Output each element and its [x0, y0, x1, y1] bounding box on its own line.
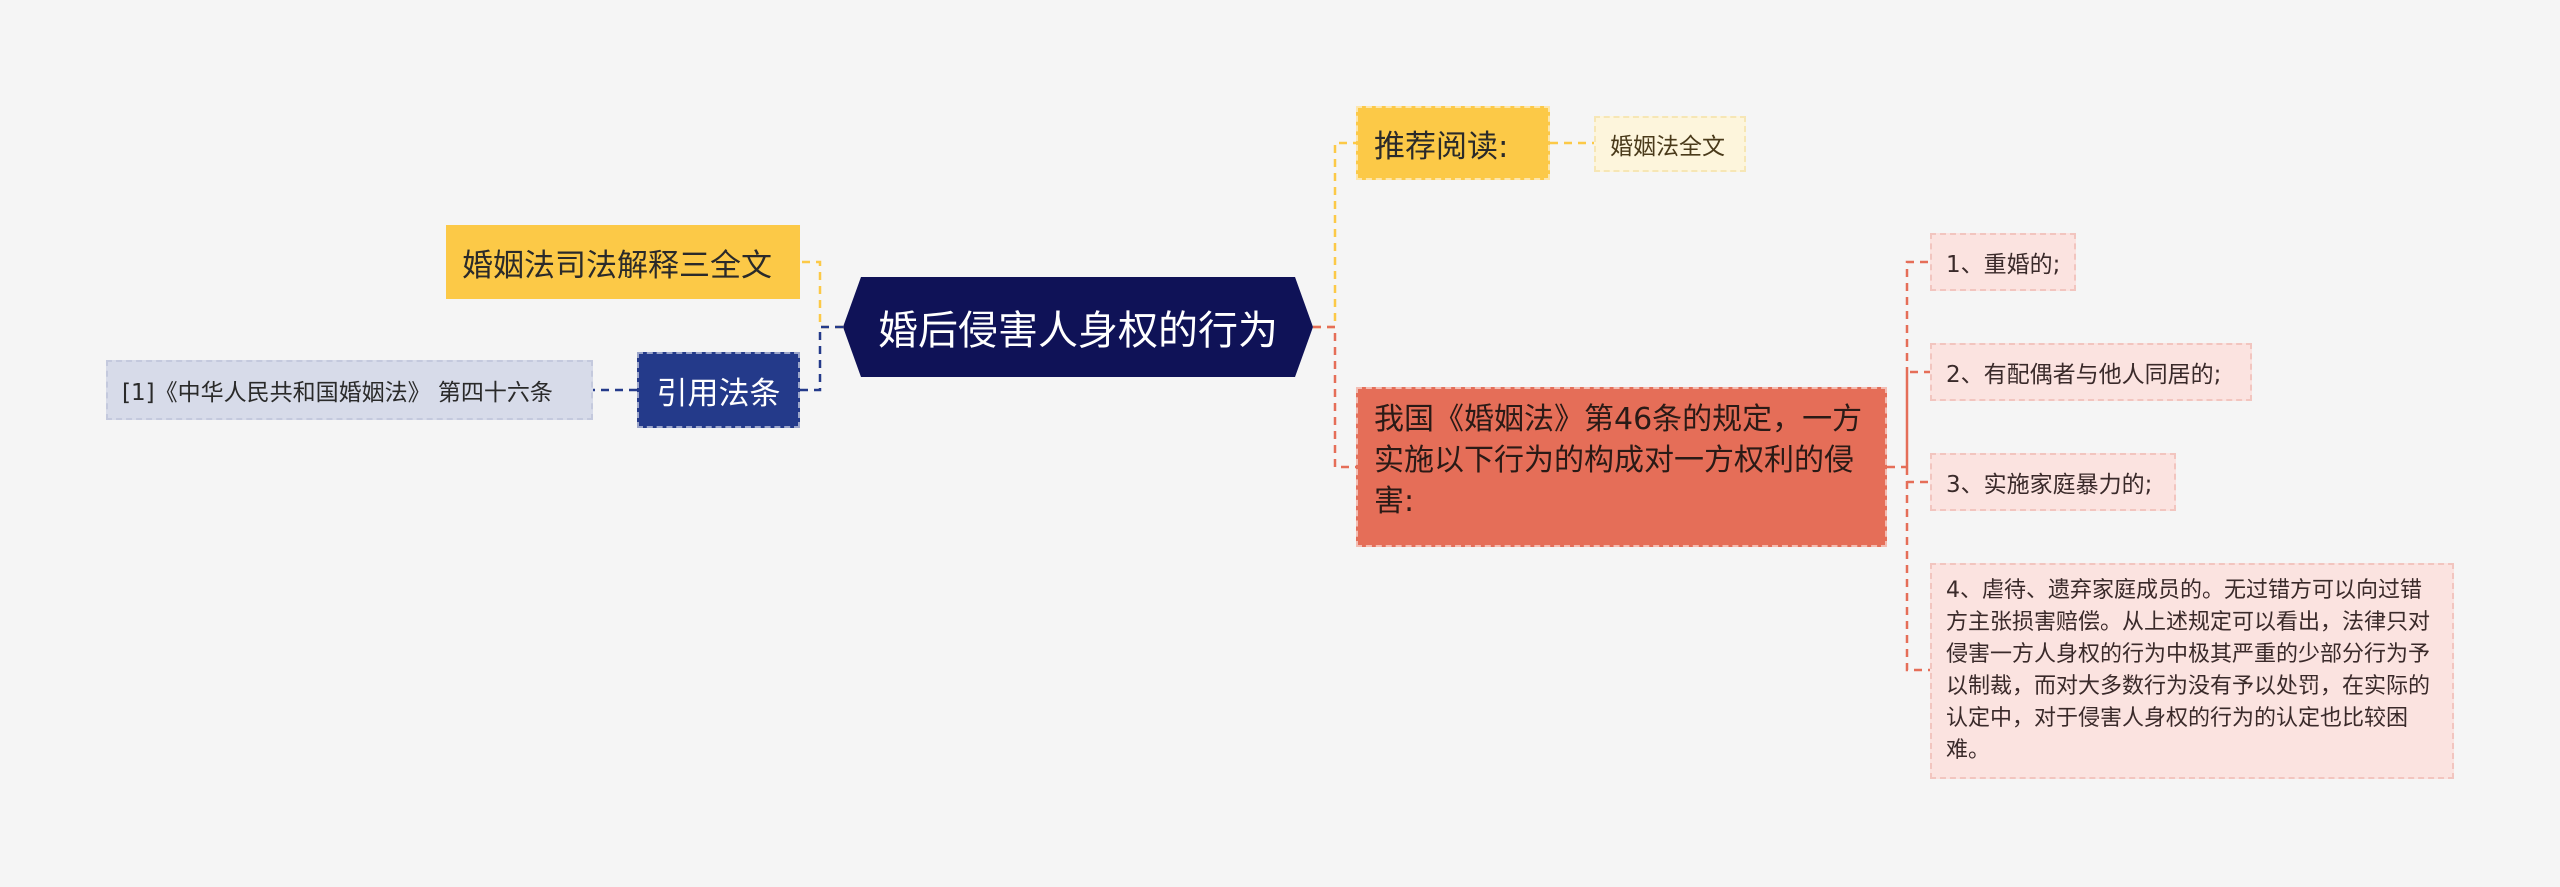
- provision-item-3[interactable]: 3、实施家庭暴力的;: [1930, 453, 2176, 511]
- provision-item-4-label: 4、虐待、遗弃家庭成员的。无过错方可以向过错方主张损害赔偿。从上述规定可以看出，…: [1946, 578, 2431, 763]
- provision-item-1[interactable]: 1、重婚的;: [1930, 233, 2076, 291]
- connector-root-recommended: [1313, 141, 1356, 329]
- citation-child-label: [1]《中华人民共和国婚姻法》 第四十六条: [122, 380, 553, 406]
- citation-child-node[interactable]: [1]《中华人民共和国婚姻法》 第四十六条: [106, 360, 593, 420]
- provision-node[interactable]: 我国《婚姻法》第46条的规定，一方实施以下行为的构成对一方权利的侵害:: [1356, 387, 1887, 547]
- interpretation-label: 婚姻法司法解释三全文: [462, 247, 772, 284]
- provision-label: 我国《婚姻法》第46条的规定，一方实施以下行为的构成对一方权利的侵害:: [1374, 402, 1863, 519]
- provision-item-4[interactable]: 4、虐待、遗弃家庭成员的。无过错方可以向过错方主张损害赔偿。从上述规定可以看出，…: [1930, 563, 2454, 779]
- connector-root-citation: [800, 325, 843, 392]
- provision-item-1-label: 1、重婚的;: [1946, 252, 2061, 278]
- provision-item-2-label: 2、有配偶者与他人同居的;: [1946, 362, 2222, 388]
- citation-node[interactable]: 引用法条: [637, 352, 800, 428]
- recommended-child-node[interactable]: 婚姻法全文: [1594, 116, 1746, 172]
- connector-root-interpretation: [800, 260, 843, 329]
- citation-label: 引用法条: [656, 375, 781, 412]
- central-topic-label: 婚后侵害人身权的行为: [878, 308, 1278, 354]
- recommended-child-label: 婚姻法全文: [1610, 134, 1725, 160]
- central-topic[interactable]: 婚后侵害人身权的行为: [843, 277, 1313, 377]
- recommended-label: 推荐阅读:: [1374, 128, 1509, 165]
- connector-root-provision: [1313, 325, 1356, 469]
- provision-item-2[interactable]: 2、有配偶者与他人同居的;: [1930, 343, 2252, 401]
- connector-provision-items: [1887, 260, 1930, 672]
- recommended-node[interactable]: 推荐阅读:: [1356, 106, 1550, 180]
- interpretation-node[interactable]: 婚姻法司法解释三全文: [446, 225, 800, 299]
- provision-item-3-label: 3、实施家庭暴力的;: [1946, 472, 2153, 498]
